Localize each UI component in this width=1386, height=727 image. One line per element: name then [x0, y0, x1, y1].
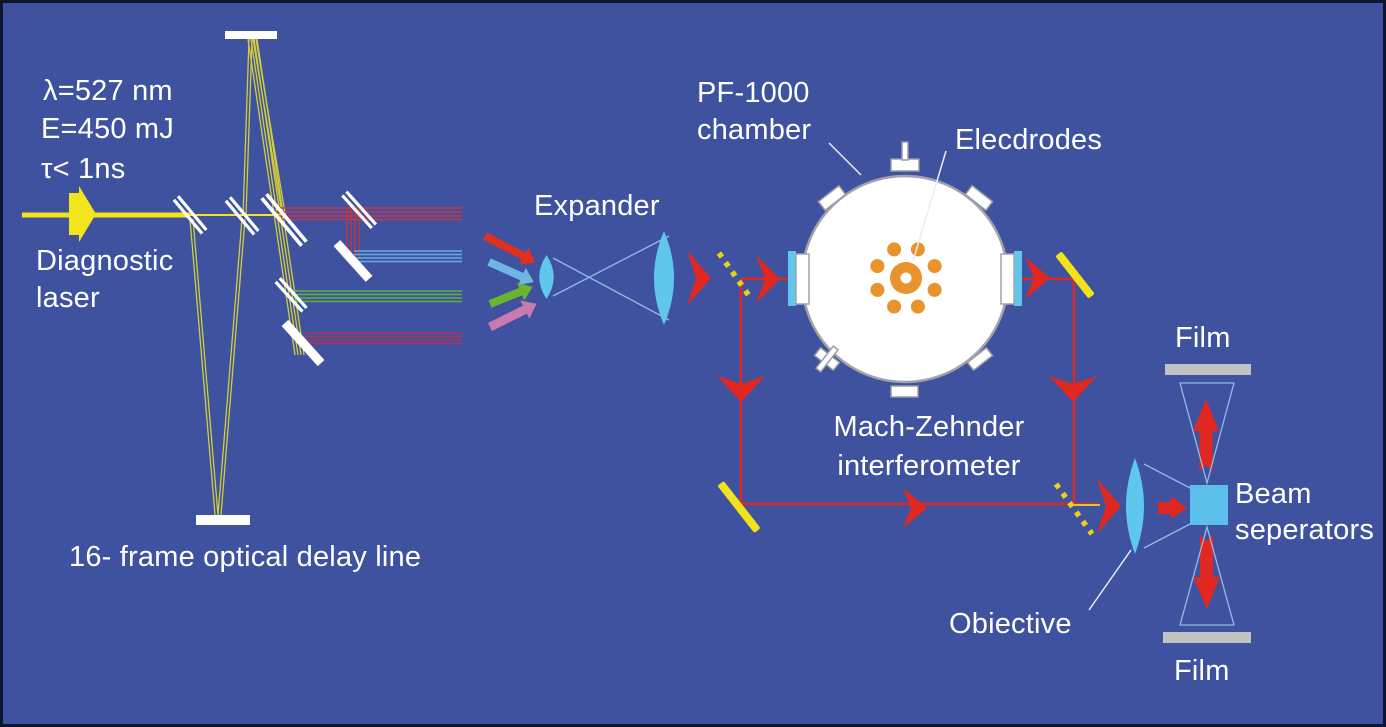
expander-lens-large: [654, 231, 674, 325]
interferometer-mirrors: [718, 252, 1094, 533]
image-cone-bottom: [1179, 524, 1235, 626]
delay-line-mirrors: [172, 31, 378, 525]
port-top: [890, 158, 920, 172]
window-left-flange: [795, 253, 810, 305]
beam-separator-cube: [1190, 485, 1228, 525]
film-plates: [1163, 364, 1251, 643]
laser-input-arrow: [69, 186, 96, 242]
label-electrodes: Elecdrodes: [955, 124, 1103, 156]
arrow-into-chamber: [756, 255, 780, 303]
label-diagnostic-laser: Diagnostic laser: [36, 245, 174, 314]
cathode-rod: [927, 259, 942, 274]
arrow-bottom-arm: [903, 488, 927, 528]
cathode-rod: [910, 242, 925, 257]
delay-line-yellow-beams: [189, 38, 305, 516]
label-delay-line: 16- frame optical delay line: [69, 541, 422, 573]
label-objective: Obiective: [949, 608, 1072, 640]
window-right-glass: [1014, 251, 1022, 306]
objective-pointer: [1088, 549, 1132, 611]
beamsplitter-input: [716, 251, 755, 302]
label-chamber: PF-1000 chamber: [697, 77, 812, 146]
vacuum-windows: [788, 251, 1022, 306]
cathode-rod: [927, 282, 942, 297]
arrow-to-beam-separator: [1158, 496, 1187, 519]
label-laser-wavelength: λ=527 nm: [43, 75, 173, 107]
port-upper-left: [817, 184, 847, 212]
beamsplitter-2: [224, 196, 260, 236]
frame-arrow-green: [488, 282, 533, 308]
film-plate-bottom: [1163, 632, 1251, 643]
expander-lenses: [539, 231, 674, 325]
port-bottom: [890, 385, 919, 398]
label-expander: Expander: [534, 190, 660, 222]
label-laser-energy: E=450 mJ: [41, 113, 174, 145]
arrow-reference-arm-left: [717, 376, 765, 402]
label-beam-separators: Beam seperators: [1235, 478, 1375, 546]
frame-arrow-blue: [487, 258, 534, 286]
frame-beams-green: [293, 290, 462, 303]
expander-guide-lines: [552, 235, 670, 321]
yellow-mirror-bottom-left: [718, 481, 760, 533]
arrow-out-of-chamber: [1025, 257, 1050, 299]
imaging-guide-lines: [1143, 382, 1235, 626]
label-film-top: Film: [1175, 322, 1231, 354]
chamber-ports: [813, 141, 994, 398]
delay-mirror-4: [341, 190, 378, 230]
beamsplitter-3: [260, 193, 308, 247]
port-upper-right: [964, 184, 994, 212]
frame-arrow-red: [483, 232, 536, 265]
film-plate-top: [1165, 364, 1251, 375]
window-left-glass: [788, 251, 796, 306]
frame-arrow-pink: [487, 300, 537, 332]
frame-beams-blue: [354, 250, 462, 263]
arrow-probe-arm-right: [1049, 376, 1097, 402]
cathode-rod: [887, 299, 902, 314]
cathode-rod: [887, 242, 902, 257]
image-cone-top: [1179, 382, 1235, 486]
delay-mirror-7: [281, 319, 325, 367]
expander-lens-small: [539, 255, 554, 299]
window-right-flange: [1000, 253, 1015, 305]
pointer-lines: [828, 142, 1132, 611]
arrow-before-objective: [1097, 478, 1121, 534]
label-interferometer: Mach-Zehnder interferometer: [833, 411, 1025, 482]
frame-beams-crimson: [305, 332, 462, 345]
yellow-mirror-top-right: [1056, 252, 1094, 298]
arrow-to-film-bottom: [1193, 535, 1220, 609]
delay-mirror-5: [333, 240, 373, 282]
beamsplitter-1: [172, 195, 208, 235]
label-laser-pulse: τ< 1ns: [41, 153, 126, 185]
electrodes-pointer: [912, 150, 947, 262]
diagram-graphics: [22, 31, 1251, 643]
top-mirror: [225, 31, 277, 39]
arrow-to-film-top: [1193, 399, 1219, 471]
cathode-rod: [870, 282, 885, 297]
cathode-rod: [870, 259, 885, 274]
objective-lens: [1126, 458, 1144, 554]
arrow-after-expander: [687, 250, 711, 306]
delay-mirror-6: [274, 277, 308, 313]
label-film-bottom: Film: [1174, 655, 1230, 687]
cathode-rod: [910, 299, 925, 314]
port-top-stick: [901, 141, 909, 161]
pf1000-chamber: [788, 141, 1022, 398]
electrode-assembly: [870, 242, 942, 314]
chamber-pointer: [828, 142, 862, 176]
bottom-mirror: [196, 515, 250, 525]
dotted-beamsplitters: [716, 251, 1095, 536]
anode-bore: [900, 272, 912, 284]
port-lower-right: [966, 346, 994, 372]
port-lower-left-valve-bar: [814, 345, 840, 373]
